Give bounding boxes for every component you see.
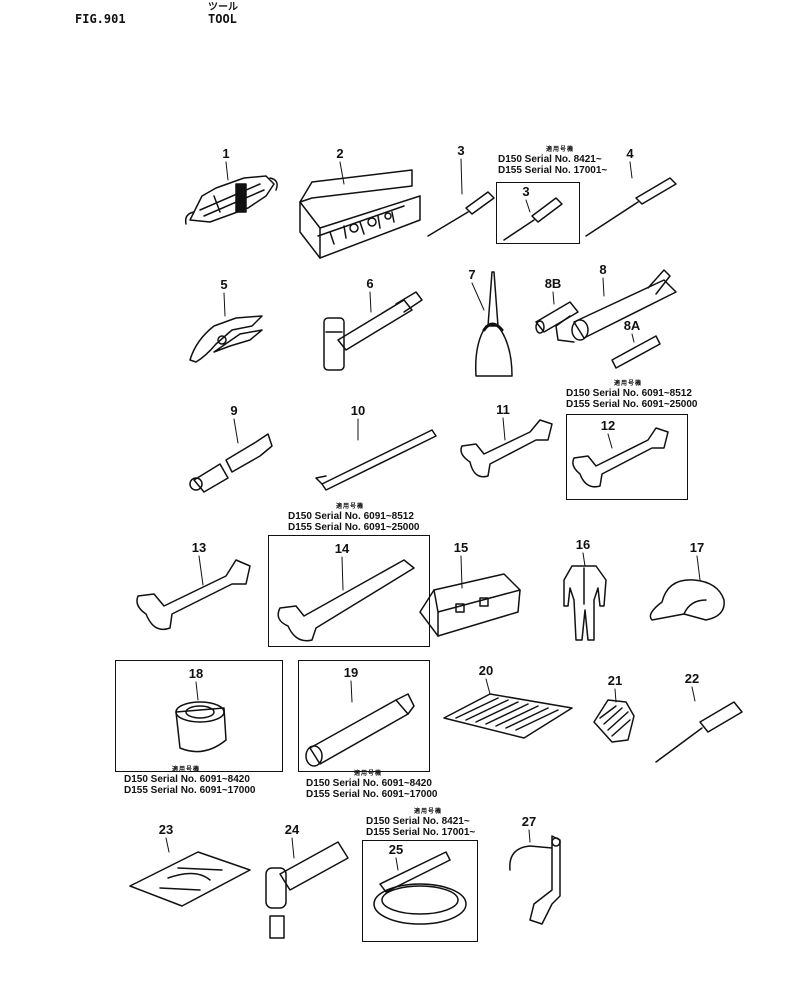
- callout-27: 27: [521, 814, 537, 829]
- item-15-tool-case: [420, 574, 520, 636]
- item-13-wrench: [137, 560, 250, 629]
- item-2-socket-box: [300, 170, 420, 258]
- box-item-18: [115, 660, 283, 772]
- callout-7: 7: [468, 267, 476, 282]
- item-8a-nozzle: [612, 336, 660, 368]
- item-19-extension: [306, 694, 414, 766]
- note-line-d150: D150 Serial No. 6091~8512: [566, 388, 692, 399]
- item-3-screwdriver: [428, 192, 494, 236]
- callout-9: 9: [230, 403, 238, 418]
- note-line-d150: D150 Serial No. 6091~8512: [288, 511, 414, 522]
- item-17-cap: [650, 580, 724, 620]
- item-22-tire-gauge: [656, 702, 742, 762]
- callout-8a: 8A: [623, 318, 641, 333]
- box-item-25: [362, 840, 478, 942]
- callout-10: 10: [350, 403, 366, 418]
- box-item-3: [496, 182, 580, 244]
- note-line-d155: D155 Serial No. 17001~: [366, 827, 476, 838]
- box-item-19: [298, 660, 430, 772]
- note-jp: 適用号機: [546, 147, 575, 153]
- item-10-bar: [316, 430, 436, 490]
- callout-1: 1: [222, 146, 230, 161]
- callout-12: 12: [600, 418, 616, 433]
- callout-4: 4: [626, 146, 634, 161]
- item-4-screwdriver: [586, 178, 676, 236]
- item-8-grease-gun: [556, 270, 676, 342]
- item-6-hammer: [324, 292, 422, 370]
- note-line-d150: D150 Serial No. 6091~8420: [306, 778, 432, 789]
- callout-8: 8: [599, 262, 607, 277]
- title-japanese: ツール: [208, 2, 238, 13]
- item-3-screwdriver-boxed: [504, 198, 562, 240]
- item-11-wrench: [461, 420, 552, 477]
- callout-21: 21: [607, 673, 623, 688]
- item-1-wrench-set: [186, 176, 277, 224]
- callout-19: 19: [343, 665, 359, 680]
- callout-13: 13: [191, 540, 207, 555]
- item-5-pliers: [190, 316, 262, 362]
- callout-2: 2: [336, 146, 344, 161]
- note-line-d155: D155 Serial No. 6091~25000: [566, 399, 698, 410]
- item-8b-cartridge: [536, 302, 578, 333]
- item-21-feeler-gauge: [594, 700, 634, 742]
- callout-11: 11: [496, 402, 510, 417]
- title-english: TOOL: [208, 12, 237, 26]
- callout-3: 3: [457, 143, 465, 158]
- note-line-d155: D155 Serial No. 6091~17000: [306, 789, 438, 800]
- note-line-d155: D155 Serial No. 6091~25000: [288, 522, 420, 533]
- note-item-25: 適用号機 D150 Serial No. 8421~ D155 Serial N…: [366, 808, 475, 838]
- callout-23: 23: [158, 822, 174, 837]
- note-item-14: 適用号機 D150 Serial No. 6091~8512 D155 Seri…: [288, 503, 419, 533]
- note-jp: 適用号機: [614, 381, 643, 387]
- callout-3-boxed: 3: [522, 184, 530, 199]
- callout-20: 20: [478, 663, 494, 678]
- item-14-wrench: [278, 560, 414, 641]
- item-7-oil-can: [476, 272, 512, 376]
- item-18-socket: [176, 702, 226, 752]
- item-16-coveralls: [564, 566, 606, 640]
- item-23-catalog: [130, 852, 250, 906]
- callout-25: 25: [388, 842, 404, 857]
- callout-16: 16: [575, 537, 591, 552]
- note-jp: 適用号機: [336, 504, 365, 510]
- item-12-wrench: [573, 428, 668, 487]
- callout-18: 18: [188, 666, 204, 681]
- callout-15: 15: [453, 540, 469, 555]
- note-line-d155: D155 Serial No. 6091~17000: [124, 785, 256, 796]
- box-item-14: [268, 535, 430, 647]
- callout-22: 22: [684, 671, 700, 686]
- note-item-3: 適用号機 D150 Serial No. 8421~ D155 Serial N…: [498, 146, 607, 176]
- item-24-socket-handle: [266, 842, 348, 938]
- note-jp: 適用号機: [414, 809, 443, 815]
- note-jp: 適用号機: [172, 767, 201, 773]
- item-25-filter-wrench: [374, 852, 466, 924]
- note-jp: 適用号機: [354, 771, 383, 777]
- leader-lines: [166, 159, 700, 870]
- note-line-d150: D150 Serial No. 8421~: [366, 816, 470, 827]
- note-line-d150: D150 Serial No. 8421~: [498, 154, 602, 165]
- note-item-19: 適用号機 D150 Serial No. 6091~8420 D155 Seri…: [306, 770, 437, 800]
- figure-number: FIG.901: [75, 12, 126, 26]
- note-item-18: 適用号機 D150 Serial No. 6091~8420 D155 Seri…: [124, 766, 255, 796]
- callout-8b: 8B: [544, 276, 562, 291]
- callout-17: 17: [689, 540, 705, 555]
- callout-14: 14: [334, 541, 350, 556]
- note-line-d155: D155 Serial No. 17001~: [498, 165, 608, 176]
- callout-5: 5: [220, 277, 228, 292]
- note-item-12: 適用号機 D150 Serial No. 6091~8512 D155 Seri…: [566, 380, 697, 410]
- item-20-manual: [444, 694, 572, 738]
- item-9-adapter: [190, 434, 272, 492]
- callout-6: 6: [366, 276, 374, 291]
- box-item-12: [566, 414, 688, 500]
- item-27-air-gun: [510, 836, 560, 924]
- callout-24: 24: [284, 822, 300, 837]
- note-line-d150: D150 Serial No. 6091~8420: [124, 774, 250, 785]
